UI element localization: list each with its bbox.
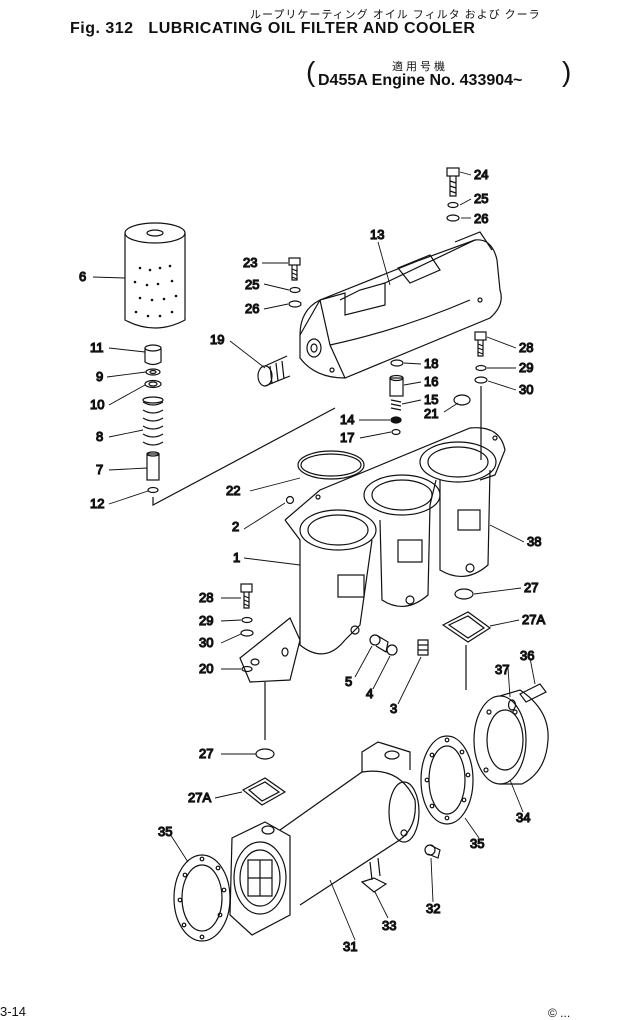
callout-16: 16 [424, 374, 438, 389]
figure-title: Fig. 312 LUBRICATING OIL FILTER AND COOL… [70, 20, 475, 38]
callout-25: 25 [474, 191, 488, 206]
callout-34: 34 [516, 810, 530, 825]
callout-33: 33 [382, 918, 396, 933]
filter-body [239, 427, 506, 683]
callout-32: 32 [426, 901, 440, 916]
applicability-japanese: 適用号機 [392, 61, 448, 73]
callout-20: 20 [199, 661, 213, 676]
plugs-3-4-5 [369, 634, 429, 656]
title-japanese: ループリケーティング オイル フィルタ および クーラ [250, 9, 541, 21]
oil-filter-element [124, 222, 186, 329]
o-ring-22 [297, 450, 365, 480]
callout-31: 31 [343, 939, 357, 954]
gasket-27A-lower [241, 777, 287, 806]
callout-30b: 30 [199, 635, 213, 650]
callout-36: 36 [520, 648, 534, 663]
callout-38: 38 [527, 534, 541, 549]
callout-27A-upper: 27A [522, 612, 545, 627]
callout-4: 4 [366, 686, 373, 701]
bolt-23-group [288, 257, 302, 308]
drain-plug-32 [424, 844, 441, 859]
callout-26: 26 [474, 211, 488, 226]
valve-parts-stack [142, 344, 336, 506]
applicability-text: D455A Engine No. 433904~ [318, 72, 523, 89]
callout-12: 12 [90, 496, 104, 511]
bolt-28-left [240, 583, 254, 673]
part-title: LUBRICATING OIL FILTER AND COOLER [148, 20, 476, 37]
callout-labels: 24 25 26 13 6 23 25 26 11 9 10 8 7 12 19… [78, 166, 546, 954]
callout-29a: 29 [519, 360, 533, 375]
callout-35-right: 35 [470, 836, 484, 851]
callout-1: 1 [233, 550, 240, 565]
callout-17: 17 [340, 430, 354, 445]
filter-head [299, 231, 502, 379]
callout-7: 7 [96, 462, 103, 477]
bolt-24-group [446, 167, 460, 222]
callout-30a: 30 [519, 382, 533, 397]
gasket-35-right [420, 735, 474, 825]
callout-19: 19 [210, 332, 224, 347]
callout-26b: 26 [245, 301, 259, 316]
o-ring-27-upper [454, 588, 474, 600]
callout-37: 37 [495, 662, 509, 677]
callout-3: 3 [390, 701, 397, 716]
copyright-code: © ... [548, 1006, 571, 1020]
callout-13: 13 [370, 227, 384, 242]
fitting-19 [257, 355, 291, 387]
figure-number: Fig. 312 [70, 20, 134, 37]
o-ring-21 [453, 394, 471, 406]
callout-11: 11 [90, 340, 104, 355]
bolt-36-37 [507, 683, 547, 711]
callout-8: 8 [96, 429, 103, 444]
callout-22: 22 [226, 483, 240, 498]
callout-5: 5 [345, 674, 352, 689]
callout-2: 2 [232, 519, 239, 534]
callout-9: 9 [96, 369, 103, 384]
gasket-27A-upper [441, 611, 492, 690]
leader-lines [92, 171, 536, 941]
callout-27A-lower: 27A [188, 790, 211, 805]
callout-28b: 28 [199, 590, 213, 605]
callout-28a: 28 [519, 340, 533, 355]
paren-left: ( [306, 56, 316, 87]
bolt-28-right [474, 331, 488, 460]
relief-valve-parts [389, 359, 404, 436]
cooler-cover-34 [473, 689, 549, 785]
callout-25b: 25 [245, 277, 259, 292]
o-ring-27-lower [255, 748, 275, 760]
callout-14: 14 [340, 412, 354, 427]
callout-35-left: 35 [158, 824, 172, 839]
callout-18: 18 [424, 356, 438, 371]
oil-cooler [229, 741, 420, 936]
callout-27b: 27 [199, 746, 213, 761]
callout-15: 15 [424, 392, 438, 407]
callout-23: 23 [243, 255, 257, 270]
callout-24: 24 [474, 167, 488, 182]
page-number: 3-14 [0, 1004, 27, 1019]
callout-6: 6 [79, 269, 86, 284]
paren-right: ) [562, 56, 572, 87]
o-ring-22-inner [300, 453, 362, 477]
callout-10: 10 [90, 397, 104, 412]
callout-29b: 29 [199, 613, 213, 628]
callout-21: 21 [424, 406, 438, 421]
callout-27a: 27 [524, 580, 538, 595]
gasket-35-left [173, 854, 231, 942]
